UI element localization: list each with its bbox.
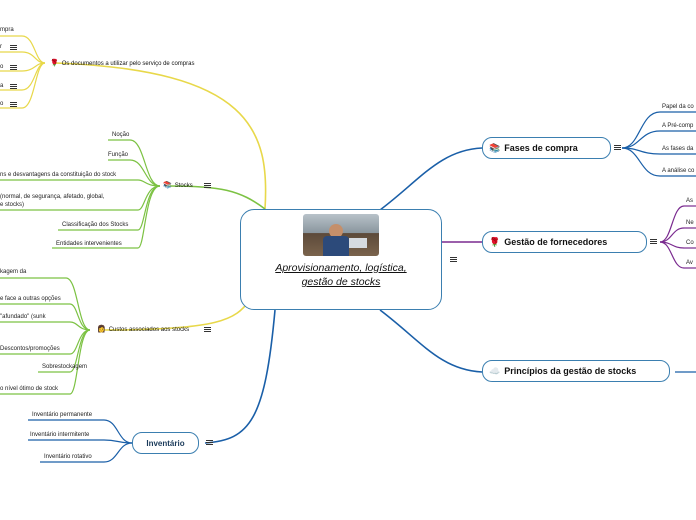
central-topic[interactable]: Aprovisionamento, logística,gestão de st… (240, 209, 442, 310)
fases-child-1[interactable]: Papel da co (662, 103, 694, 111)
book-icon: 📚 (163, 182, 172, 189)
stocks-child-tipos-cont[interactable]: e stocks) (0, 201, 24, 209)
stocks-child-vantagens[interactable]: ns e desvantagens da constituição do sto… (0, 171, 116, 179)
topic-principios-gestao-stocks[interactable]: ☁️Princípios da gestão de stocks (482, 360, 670, 382)
custos-child-5[interactable]: Sobrestockagem (42, 363, 87, 371)
stocks-child-classificacao[interactable]: Classificação dos Stocks (62, 221, 128, 229)
rose-icon: 🌹 (50, 60, 59, 67)
stocks-child-funcao[interactable]: Função (108, 151, 128, 159)
custos-child-2[interactable]: e face a outras opções (0, 295, 61, 303)
inventario-child-permanente[interactable]: Inventário permanente (32, 411, 92, 419)
stocks-child-entidades[interactable]: Entidades intervenientes (56, 240, 122, 248)
topic-custos[interactable]: 👩Custos associados aos stocks (97, 325, 189, 333)
gestao-child-3[interactable]: Co (686, 239, 694, 247)
custos-menu-icon[interactable] (204, 327, 211, 332)
documentos-child-4-menu-icon[interactable] (10, 84, 17, 89)
person-icon: 👩 (97, 326, 106, 333)
stocks-child-tipos[interactable]: (normal, de segurança, afetado, global, (0, 193, 104, 201)
inventario-child-intermitente[interactable]: Inventário intermitente (30, 431, 89, 439)
cloud-icon: ☁️ (489, 366, 500, 377)
custos-child-4[interactable]: Descontos/promoções (0, 345, 60, 353)
documentos-child-3-menu-icon[interactable] (10, 65, 17, 70)
fases-child-4[interactable]: A análise co (662, 167, 694, 175)
gestao-menu-icon[interactable] (650, 239, 657, 244)
fases-child-2[interactable]: A Pré-comp (662, 122, 693, 130)
fases-child-3[interactable]: As fases da (662, 145, 693, 153)
fases-menu-icon[interactable] (614, 145, 621, 150)
documentos-child-4[interactable]: a (0, 82, 3, 90)
gestao-child-1[interactable]: As (686, 197, 693, 205)
documentos-child-2[interactable]: r (0, 43, 2, 51)
topic-stocks[interactable]: 📚Stocks (163, 181, 193, 189)
inventario-menu-icon[interactable] (206, 440, 213, 445)
topic-fases-de-compra[interactable]: 📚Fases de compra (482, 137, 611, 159)
documentos-child-3[interactable]: o (0, 63, 3, 71)
gestao-child-2[interactable]: Ne (686, 219, 694, 227)
topic-gestao-fornecedores[interactable]: 🌹Gestão de fornecedores (482, 231, 647, 253)
central-menu-icon[interactable] (450, 257, 457, 262)
warehouse-photo (303, 214, 379, 256)
inventario-child-rotativo[interactable]: Inventário rotativo (44, 453, 92, 461)
stocks-child-nocao[interactable]: Noção (112, 131, 129, 139)
custos-child-3[interactable]: "afundado" (sunk (0, 313, 46, 321)
documentos-child-5-menu-icon[interactable] (10, 102, 17, 107)
documentos-child-1[interactable]: mpra (0, 26, 14, 34)
stocks-menu-icon[interactable] (204, 183, 211, 188)
custos-child-1[interactable]: kagem da (0, 268, 26, 276)
documentos-child-2-menu-icon[interactable] (10, 45, 17, 50)
book-icon: 📚 (489, 143, 500, 154)
topic-documentos[interactable]: 🌹Os documentos a utilizar pelo serviço d… (50, 59, 194, 67)
rose-icon: 🌹 (489, 237, 500, 248)
topic-inventario[interactable]: Inventário (132, 432, 199, 454)
gestao-child-4[interactable]: Av (686, 259, 693, 267)
central-title: Aprovisionamento, logística,gestão de st… (241, 261, 441, 289)
documentos-child-5[interactable]: o (0, 100, 3, 108)
custos-child-6[interactable]: o nível ótimo de stock (0, 385, 58, 393)
